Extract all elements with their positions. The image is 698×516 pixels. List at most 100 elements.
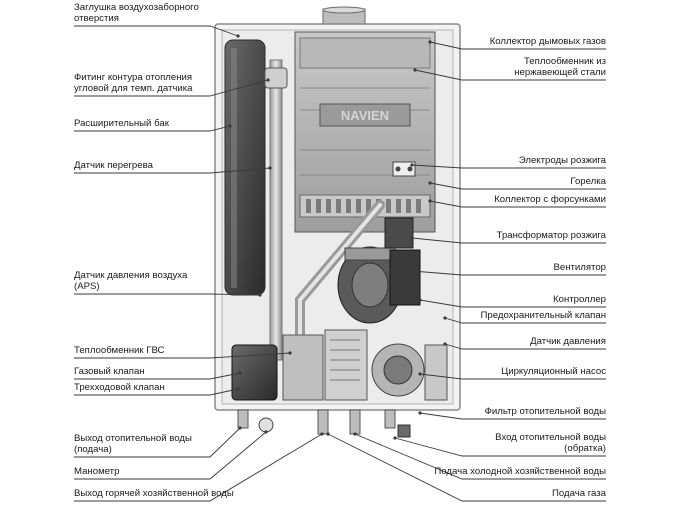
label-line: Коллектор с форсунками: [494, 194, 606, 205]
expansion-tank-shape: [224, 39, 266, 296]
label-line: (подача): [74, 444, 112, 455]
leader-safety-valve-dot: [443, 316, 447, 320]
label-heating-filter: Фильтр отопительной воды: [485, 406, 606, 417]
label-dhw-heat-exchanger: Теплообменник ГВС: [74, 345, 164, 356]
leader-pressure-sensor-dot: [443, 342, 447, 346]
label-burner: Горелка: [570, 176, 606, 187]
label-line: Горелка: [570, 176, 606, 187]
label-line: Электроды розжига: [518, 155, 606, 166]
heat-exchanger-brand: NAVIEN: [341, 108, 389, 123]
leader-overheat-sensor: [74, 167, 271, 174]
label-gas-valve: Газовый клапан: [74, 366, 145, 377]
label-line: Предохранительный клапан: [480, 310, 607, 321]
leader-dhw-heat-exchanger: [74, 352, 291, 359]
leader-air-intake-plug: [74, 25, 239, 37]
label-gas-supply: Подача газа: [552, 488, 606, 499]
label-line: Выход горячей хозяйственной воды: [74, 488, 234, 499]
label-line: Трансформатор розжига: [496, 230, 606, 241]
leader-heating-outlet-dot: [238, 426, 242, 430]
bottom-fittings: [237, 409, 411, 438]
leader-hot-water-outlet-dot: [320, 432, 324, 436]
leader-gas-valve-dot: [238, 371, 242, 375]
leader-air-intake-plug-dot: [236, 34, 240, 38]
leader-stainless-heat-exchanger: [414, 69, 606, 81]
label-line: Трехходовой клапан: [74, 382, 165, 393]
label-line: Фильтр отопительной воды: [484, 406, 606, 417]
leader-heating-fitting: [74, 79, 269, 97]
leader-hot-water-outlet: [74, 433, 323, 502]
label-overheat-sensor: Датчик перегрева: [74, 160, 153, 171]
label-line: Датчик давления: [530, 336, 606, 347]
label-flue-collector: Коллектор дымовых газов: [490, 36, 606, 47]
label-ignition-electrodes: Электроды розжига: [519, 155, 606, 166]
leader-gas-supply-dot: [326, 432, 330, 436]
label-line: Датчик давления воздуха: [74, 270, 188, 281]
label-safety-valve: Предохранительный клапан: [481, 310, 607, 321]
leader-nozzle-manifold: [429, 200, 606, 208]
leader-lines: [74, 25, 606, 502]
label-line: Фитинг контура отопления: [74, 72, 193, 83]
label-heating-inlet: Вход отопительной воды(обратка): [495, 432, 606, 454]
leader-ignition-electrodes-dot: [410, 163, 414, 167]
leader-heating-inlet: [394, 437, 606, 457]
label-controller: Контроллер: [553, 294, 606, 305]
label-line: Вентилятор: [553, 262, 606, 273]
leader-three-way-valve-dot: [236, 387, 240, 391]
leader-cold-water-supply: [354, 433, 606, 480]
leader-burner: [429, 182, 606, 190]
leader-heating-fitting-dot: [266, 78, 270, 82]
label-line: Газовый клапан: [74, 366, 145, 377]
label-line: отверстия: [74, 13, 119, 24]
leader-stainless-heat-exchanger-dot: [413, 68, 417, 72]
leader-cold-water-supply-dot: [353, 432, 357, 436]
hydraulic-group: [231, 329, 448, 401]
leader-ignition-transformer-dot: [410, 236, 414, 240]
controller-shape: [389, 249, 421, 306]
leader-manometer-dot: [264, 430, 268, 434]
leader-expansion-tank: [74, 125, 231, 132]
leader-burner-dot: [428, 181, 432, 185]
leader-air-pressure-sensor: [74, 293, 261, 296]
leader-heating-filter-dot: [418, 411, 422, 415]
leader-three-way-valve: [74, 388, 239, 396]
label-line: Датчик перегрева: [74, 160, 153, 171]
label-line: (обратка): [564, 443, 606, 454]
leader-manometer: [74, 431, 267, 480]
flue-outlet: [322, 6, 366, 26]
label-line: Подача газа: [552, 488, 606, 499]
leader-controller-dot: [418, 298, 422, 302]
label-circulation-pump: Циркуляционный насос: [501, 366, 606, 377]
label-line: Расширительный бак: [74, 118, 169, 129]
label-heating-outlet: Выход отопительной воды(подача): [74, 433, 192, 455]
label-line: Контроллер: [553, 294, 606, 305]
heating-pipe: [264, 59, 288, 361]
leader-ignition-transformer: [411, 237, 606, 244]
label-line: угловой для темп. датчика: [74, 83, 193, 94]
label-line: Подача холодной хозяйственной воды: [434, 466, 606, 477]
label-fan: Вентилятор: [553, 262, 606, 273]
label-line: Заглушка воздухозаборного: [74, 2, 199, 13]
label-line: Манометр: [74, 466, 120, 477]
label-manometer: Манометр: [74, 466, 119, 477]
label-line: Теплообменник ГВС: [74, 345, 165, 356]
leader-gas-valve: [74, 372, 241, 380]
leader-heating-inlet-dot: [393, 436, 397, 440]
leader-safety-valve: [444, 317, 606, 324]
leader-air-pressure-sensor-dot: [258, 293, 262, 297]
leader-controller: [419, 299, 606, 308]
label-line: Вход отопительной воды: [495, 432, 606, 443]
label-hot-water-outlet: Выход горячей хозяйственной воды: [74, 488, 234, 499]
heat-exchanger-shape: NAVIEN: [294, 31, 436, 233]
leader-fan-dot: [398, 268, 402, 272]
label-air-pressure-sensor: Датчик давления воздуха(APS): [74, 270, 187, 292]
label-nozzle-manifold: Коллектор с форсунками: [494, 194, 606, 205]
label-line: (APS): [74, 281, 100, 292]
fan-shape: [337, 246, 403, 324]
label-line: Коллектор дымовых газов: [489, 36, 606, 47]
label-three-way-valve: Трехходовой клапан: [74, 382, 165, 393]
